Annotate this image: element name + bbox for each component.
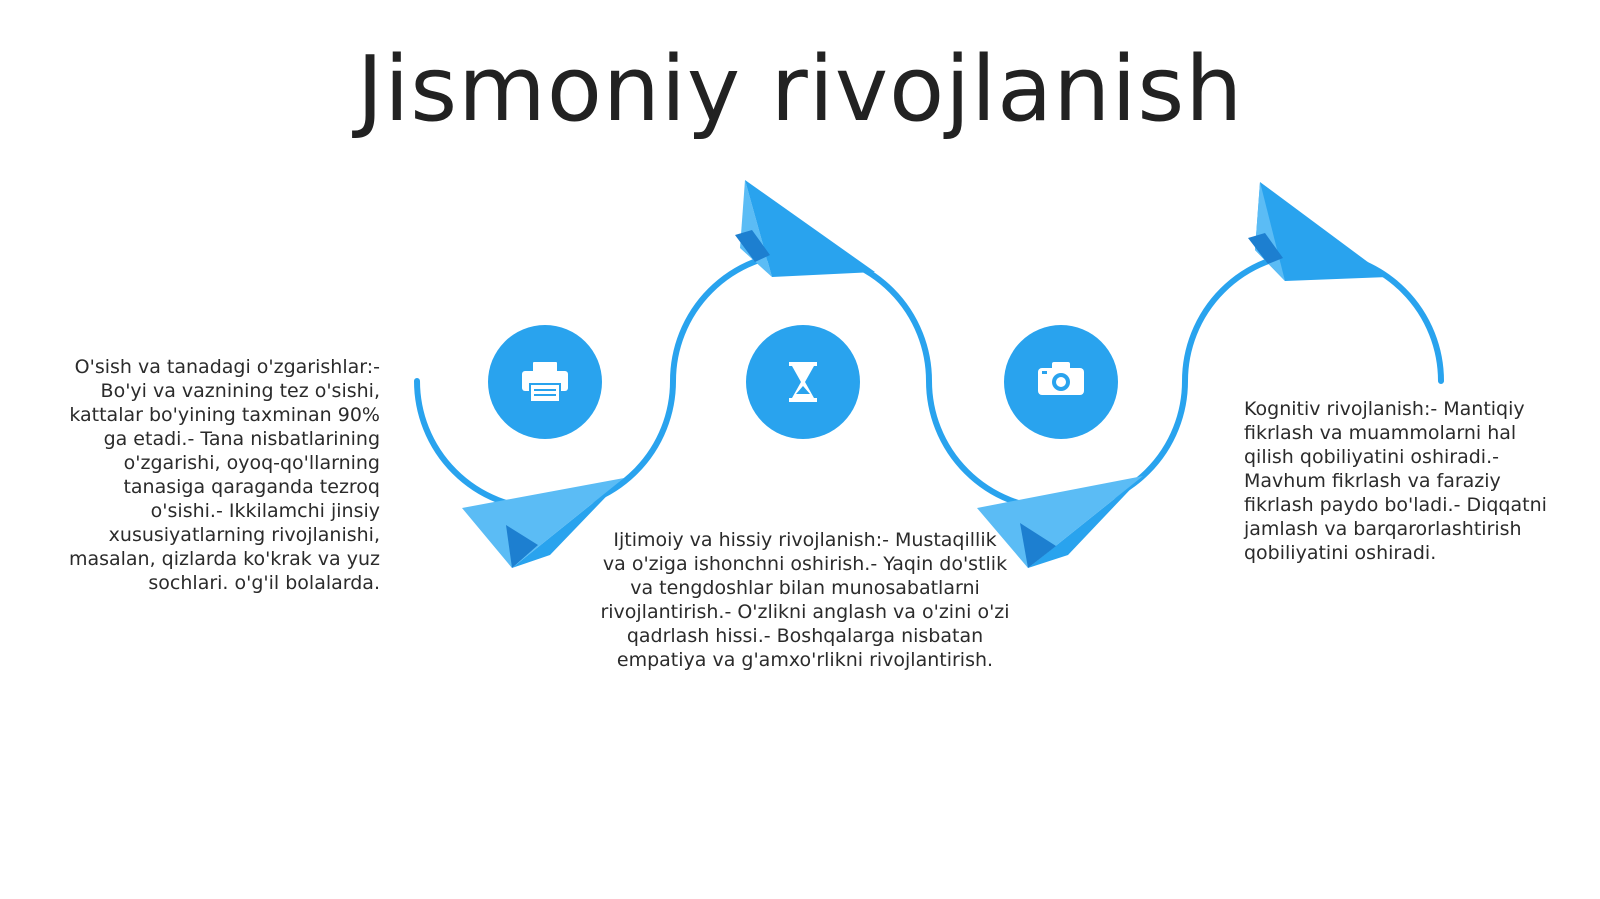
camera-icon — [1038, 362, 1084, 395]
paper-plane-3 — [462, 478, 624, 568]
paper-plane-2 — [1248, 182, 1388, 281]
physical-growth-text: O'sish va tanadagi o'zgarishlar:- Bo'yi … — [68, 356, 380, 594]
camera-badge — [1004, 325, 1118, 439]
social-emotional-text: Ijtimoiy va hissiy rivojlanish:- Mustaqi… — [600, 529, 1010, 671]
paper-plane-1 — [735, 180, 875, 277]
printer-badge — [488, 325, 602, 439]
slide-title: Jismoniy rivojlanish — [356, 37, 1244, 142]
hourglass-badge — [746, 325, 860, 439]
paper-plane-4 — [977, 476, 1143, 568]
printer-icon — [522, 362, 568, 403]
hourglass-icon — [789, 362, 817, 402]
cognitive-text: Kognitiv rivojlanish:- Mantiqiy fikrlash… — [1244, 398, 1547, 564]
